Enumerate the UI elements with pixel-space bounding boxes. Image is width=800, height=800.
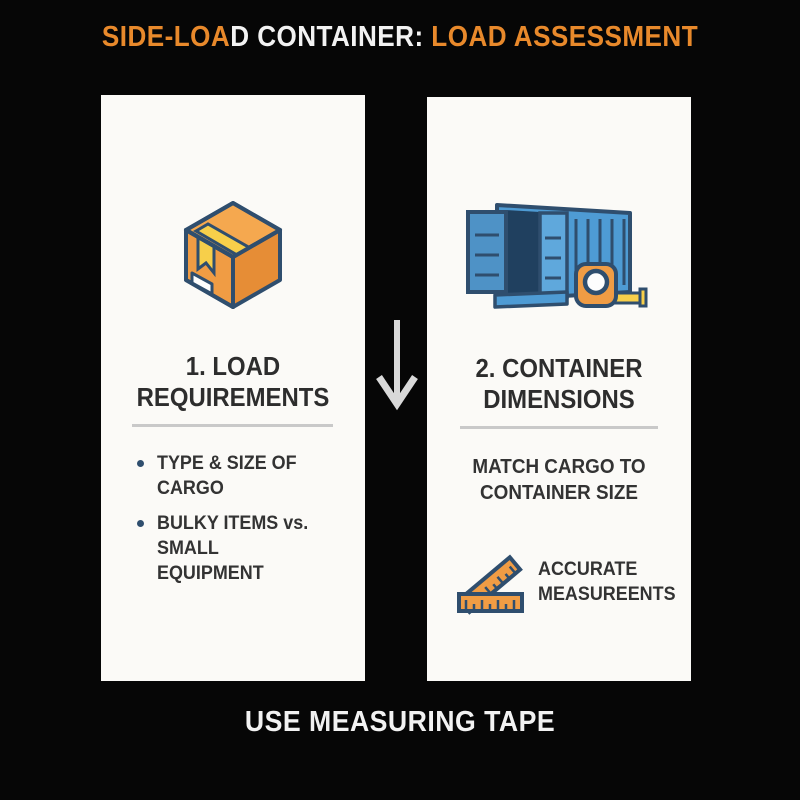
bullet-text-2: BULKY ITEMS vs. SMALL EQUIPMENT xyxy=(157,512,309,584)
card1-bullet-list: TYPE & SIZE OF CARGO BULKY ITEMS vs. SMA… xyxy=(137,451,359,596)
card2-heading: 2. CONTAINER DIMENSIONS xyxy=(475,353,643,414)
ruler-icon xyxy=(457,554,524,615)
down-arrow-icon xyxy=(376,320,418,411)
container-dimensions-card: 2. CONTAINER DIMENSIONS MATCH CARGO TO C… xyxy=(427,97,691,681)
title-segment-white: D CONTAINER: xyxy=(230,21,432,53)
shipping-container-icon xyxy=(466,203,648,309)
title-segment-orange-2: LOAD ASSESSMENT xyxy=(431,21,699,53)
bullet-dot xyxy=(137,520,144,527)
bullet-item-1: TYPE & SIZE OF CARGO xyxy=(137,451,359,501)
title-segment-orange-1: SIDE-LOA xyxy=(101,21,231,53)
card1-divider xyxy=(132,424,333,427)
page-title: SIDE-LOAD CONTAINER: LOAD ASSESSMENT xyxy=(40,21,760,54)
cardboard-box-icon xyxy=(184,201,282,309)
load-requirements-card: 1. LOAD REQUIREMENTS TYPE & SIZE OF CARG… xyxy=(101,95,365,681)
bullet-text-1: TYPE & SIZE OF CARGO xyxy=(157,452,297,499)
card2-note: MATCH CARGO TO CONTAINER SIZE xyxy=(472,455,646,504)
bullet-dot xyxy=(137,460,144,467)
card1-heading: 1. LOAD REQUIREMENTS xyxy=(136,351,330,412)
bullet-item-2: BULKY ITEMS vs. SMALL EQUIPMENT xyxy=(137,511,359,586)
footer-caption: USE MEASURING TAPE xyxy=(244,706,556,738)
measurements-row: ACCURATE MEASUREENTS xyxy=(457,549,688,615)
measurements-label: ACCURATE MEASUREENTS xyxy=(538,558,676,605)
card2-divider xyxy=(460,426,658,429)
